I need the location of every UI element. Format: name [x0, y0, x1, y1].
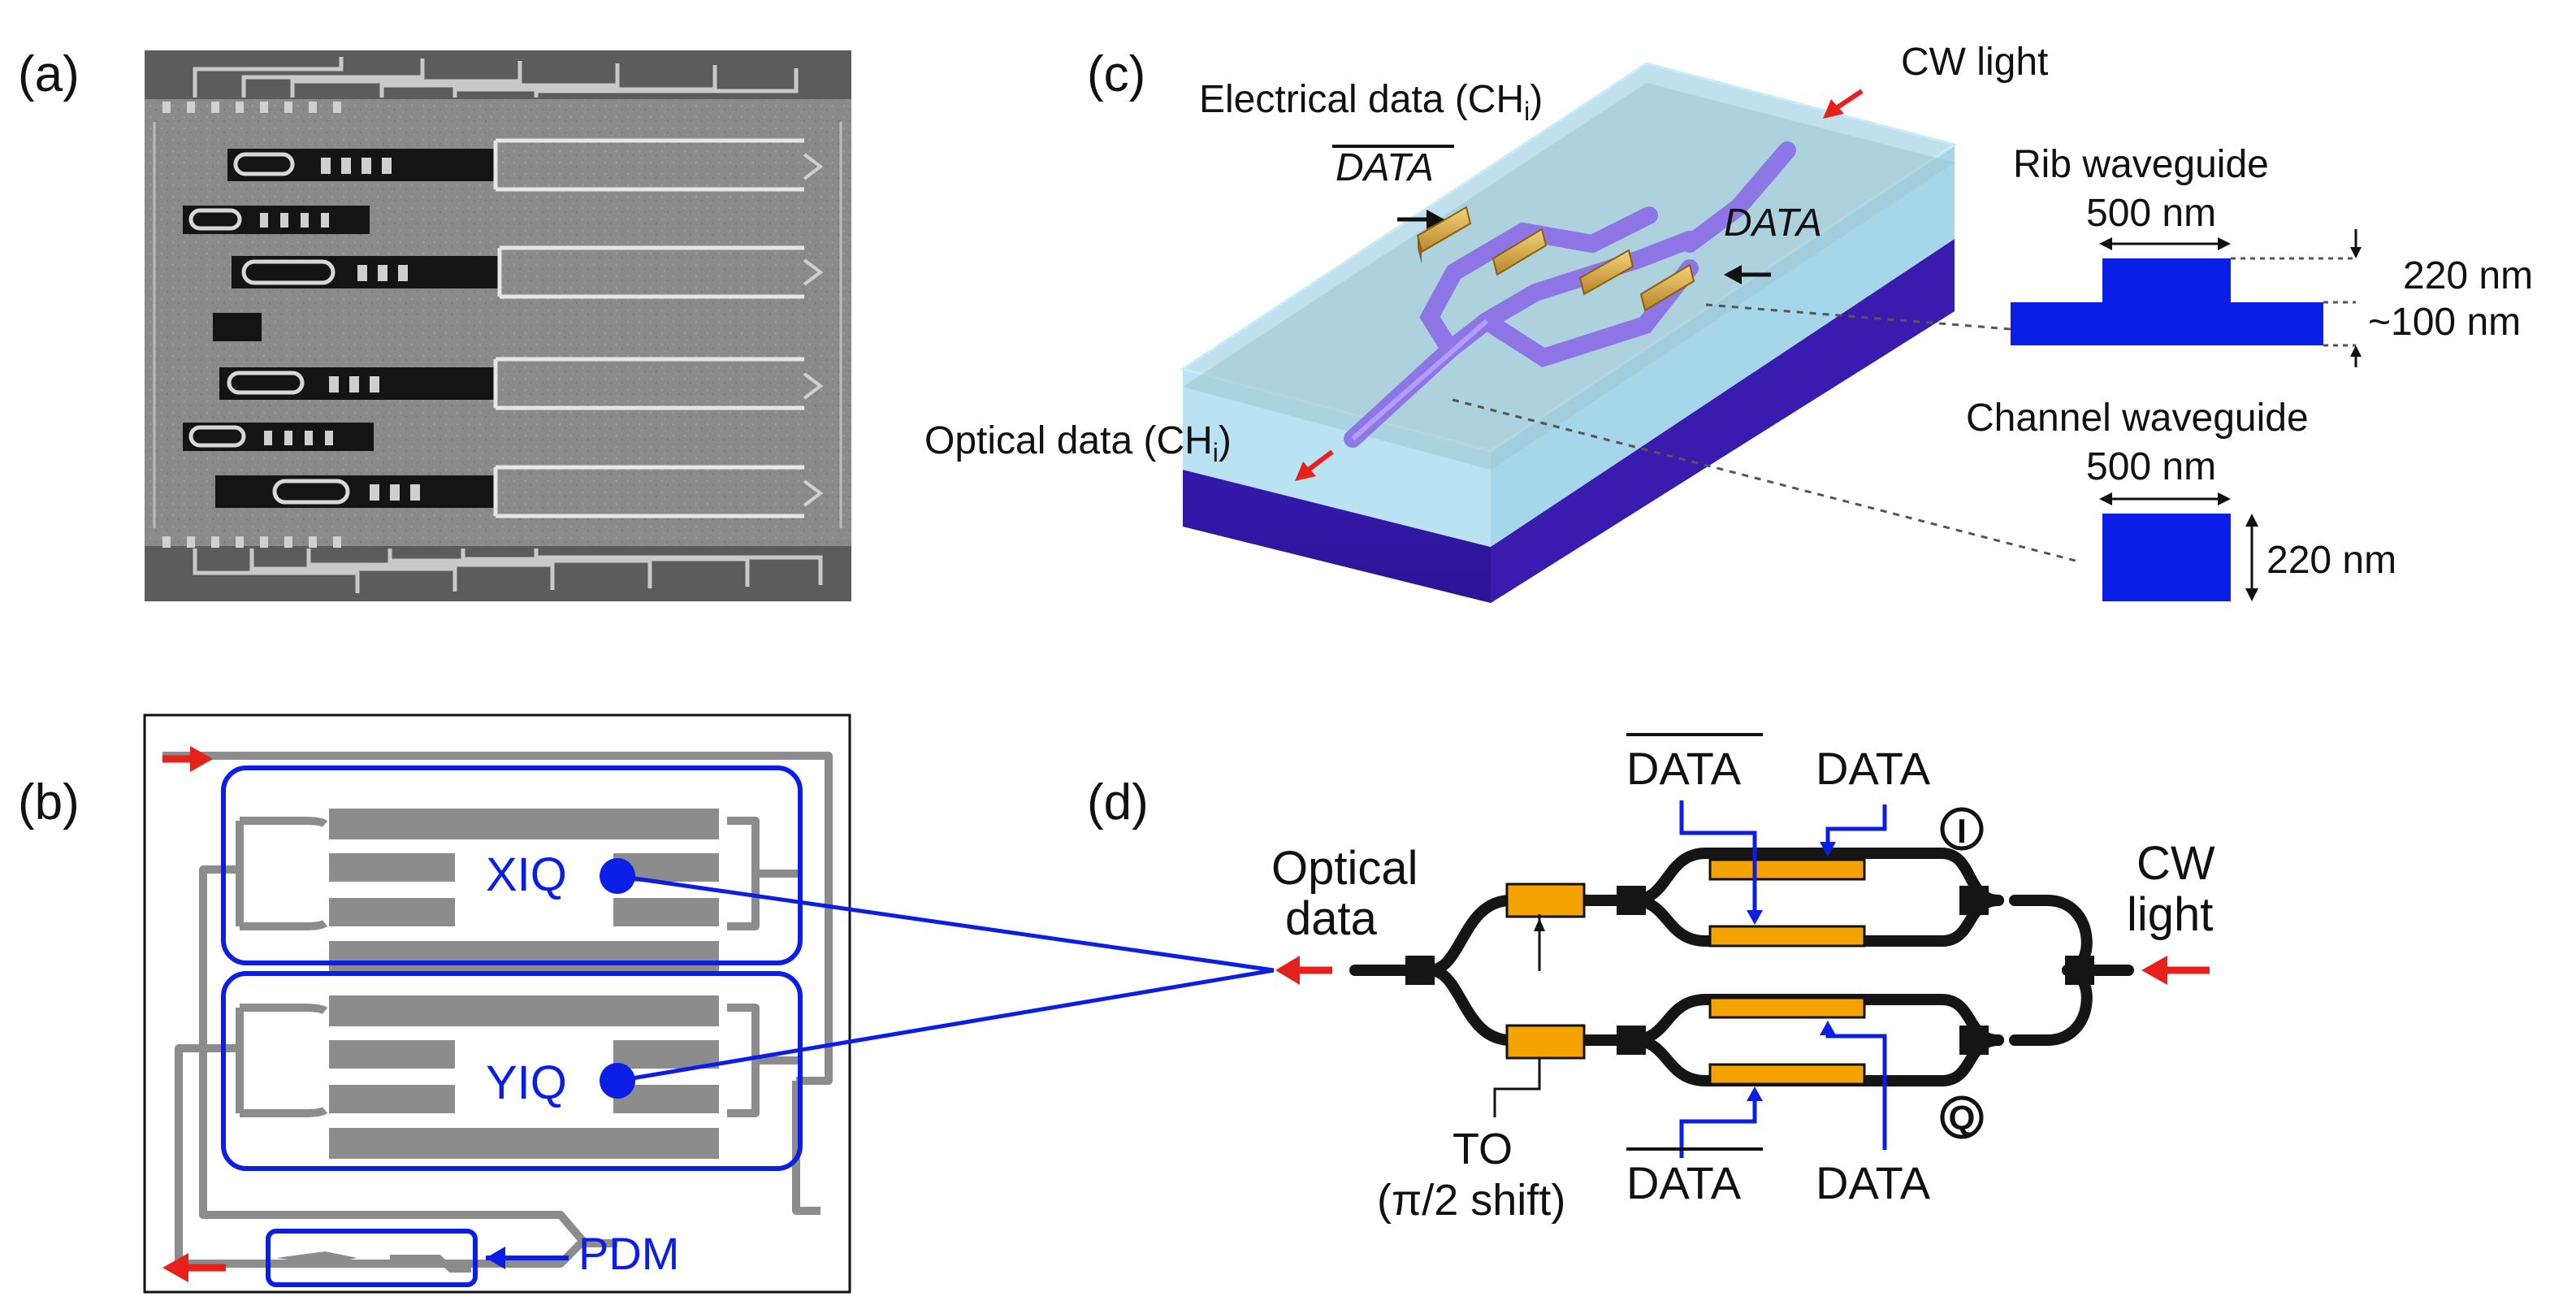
electrode-q-top: [1708, 996, 1866, 1019]
q-label: Q: [1949, 1099, 1976, 1137]
device-3d: [1180, 62, 2076, 603]
rib-waveguide-title: Rib waveguide: [2013, 143, 2269, 186]
to-phase-shifter-bottom: [1505, 1024, 1586, 1060]
iq-modulator-schematic: [1275, 800, 2210, 1158]
xiq-label: XIQ: [486, 848, 567, 901]
data-bar-bottom-label: DATA: [1626, 1157, 1742, 1208]
pdm-box: [266, 1229, 478, 1287]
cw-light-label-c: CW light: [1901, 41, 2048, 84]
channel-width-label: 500 nm: [2086, 445, 2216, 488]
rib-waveguide-diagram: Rib waveguide 500 nm 220 nm ~100 nm: [2011, 143, 2533, 367]
chip-layout: XIQ YIQ PDM: [143, 713, 1275, 1294]
electrical-data-label: Electrical data (CHi): [1199, 78, 1543, 126]
to-shift-label: (π/2 shift): [1377, 1176, 1565, 1225]
data-bar-label-c: DATA: [1336, 146, 1434, 189]
channel-waveguide-diagram: Channel waveguide 500 nm 220 nm: [1966, 397, 2396, 601]
channel-waveguide-title: Channel waveguide: [1966, 397, 2309, 440]
optical-data-line1: Optical: [1271, 842, 1418, 895]
i-label: I: [1957, 812, 1967, 850]
yiq-label: YIQ: [486, 1056, 567, 1109]
panel-label-c: (c): [1087, 46, 1145, 102]
electrode-i-top: [1708, 858, 1866, 881]
panel-label-d: (d): [1087, 774, 1149, 830]
rib-width-label: 500 nm: [2086, 192, 2216, 235]
output-arrow: [162, 1253, 226, 1282]
i-arm-marker: [1940, 807, 1984, 851]
chip-micrograph: [145, 50, 851, 601]
input-arrow: [162, 746, 213, 772]
yiq-box: [221, 971, 803, 1171]
panel-label-b: (b): [18, 774, 80, 830]
data-bar-top-label: DATA: [1626, 743, 1742, 794]
electrodes-3d: [1416, 206, 1695, 312]
to-label: TO: [1453, 1125, 1513, 1173]
rib-shape: [2011, 258, 2323, 345]
panel-label-a: (a): [18, 46, 80, 102]
cw-light-line1: CW: [2137, 837, 2215, 890]
pdm-label: PDM: [578, 1228, 679, 1279]
cw-light-line2: light: [2127, 888, 2213, 941]
data-label-c: DATA: [1724, 202, 1822, 245]
optical-data-label: Optical data (CHi): [924, 419, 1232, 467]
electrode-q-bottom: [1708, 1063, 1866, 1086]
xiq-box: [221, 765, 803, 965]
electrode-i-bottom: [1708, 925, 1866, 948]
rib-height-label: 220 nm: [2403, 254, 2533, 297]
rib-slab-label: ~100 nm: [2368, 301, 2521, 344]
data-bottom-label: DATA: [1816, 1157, 1931, 1208]
q-arm-marker: [1940, 1095, 1984, 1139]
data-top-label: DATA: [1816, 743, 1931, 794]
to-phase-shifter-top: [1505, 883, 1586, 918]
channel-height-label: 220 nm: [2266, 539, 2396, 582]
optical-data-line2: data: [1285, 892, 1378, 945]
channel-shape: [2102, 514, 2231, 601]
